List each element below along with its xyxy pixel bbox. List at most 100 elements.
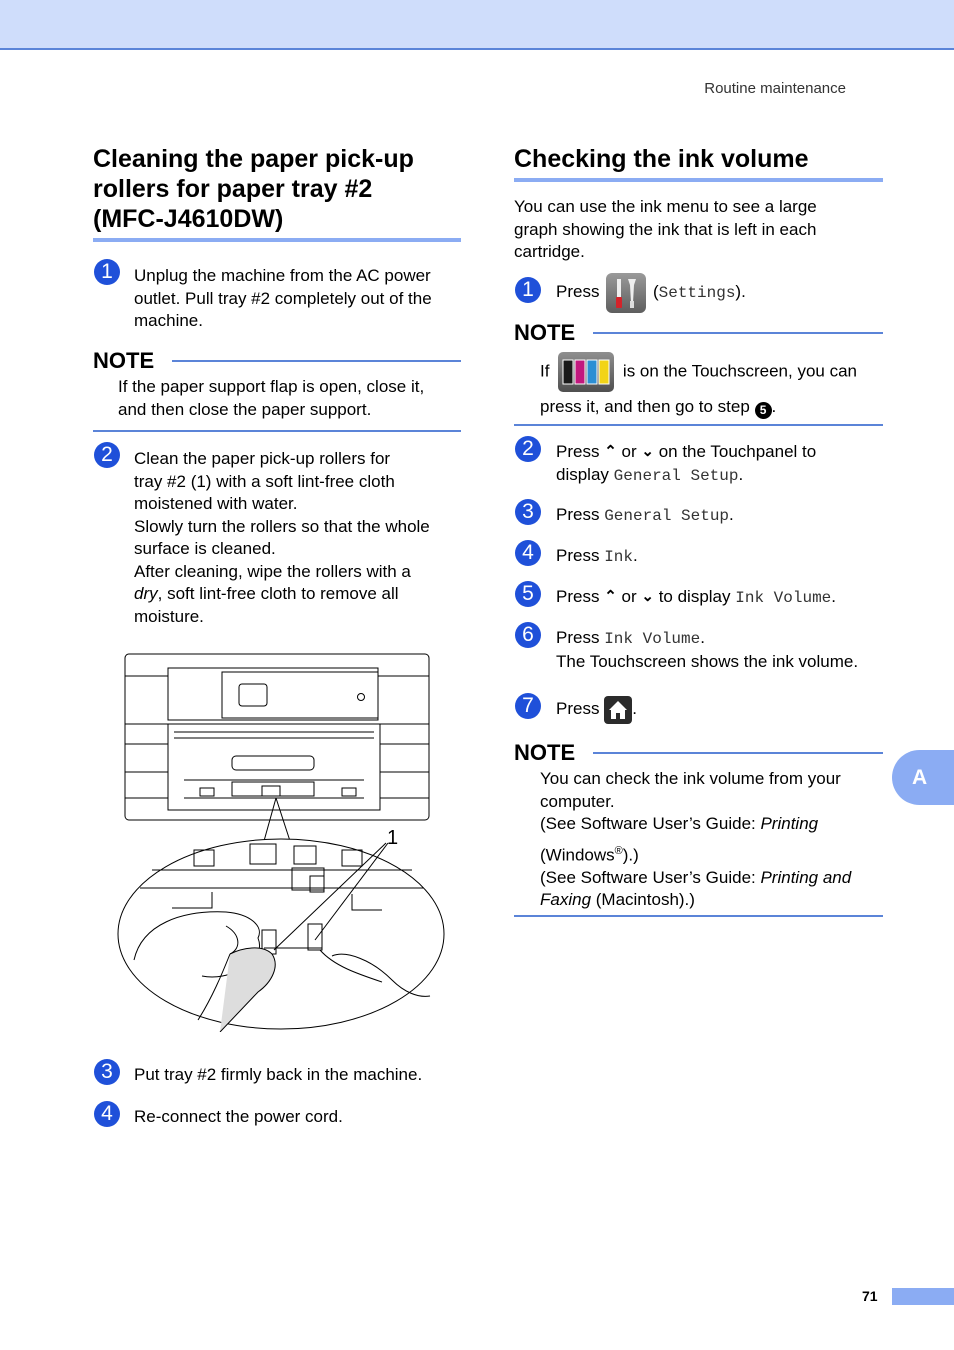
- period: .: [831, 587, 836, 606]
- tools-icon[interactable]: [606, 272, 647, 313]
- step-1-line: outlet. Pull tray #2 completely out of t…: [134, 288, 432, 308]
- step-2-line: , soft lint-free cloth to remove all: [157, 584, 399, 603]
- note-line: and then close the paper support.: [118, 399, 372, 419]
- note-text-line: press it, and then go to step: [540, 397, 750, 416]
- step-2-line: tray #2 (1) with a soft lint-free cloth: [134, 471, 395, 491]
- roller-cleaning-illustration: 1: [117, 653, 445, 1032]
- or-word: or: [621, 442, 637, 461]
- r-step-badge-5: 5: [515, 581, 541, 607]
- step-2-line: After cleaning, wipe the rollers with a: [134, 561, 411, 581]
- step-badge-3: 3: [94, 1059, 120, 1085]
- ink-volume-label: Ink Volume: [735, 589, 832, 607]
- chevron-up-icon[interactable]: ⌃: [604, 588, 617, 605]
- note-text-line: (Macintosh).): [591, 890, 695, 910]
- r-step-4-text: Press Ink.: [556, 545, 638, 569]
- note-text-line: computer.: [540, 791, 615, 811]
- title-underline: [93, 238, 461, 242]
- r-step-badge-1: 1: [515, 277, 541, 303]
- press-word: Press: [556, 699, 600, 718]
- step-1-text: Unplug the machine from the AC power out…: [134, 265, 464, 333]
- r-step-7-text: Press .: [556, 694, 637, 724]
- note-heading: NOTE: [93, 348, 155, 373]
- step-text: display: [556, 464, 609, 484]
- callout-label: 1: [387, 827, 398, 849]
- period: .: [729, 505, 734, 524]
- page-number: 71: [862, 1288, 878, 1304]
- period: .: [771, 397, 777, 416]
- r-step-badge-7: 7: [515, 693, 541, 719]
- press-word: Press: [556, 628, 600, 647]
- step-text: to display: [658, 587, 731, 606]
- note-text-line: (See Software User’s Guide:: [540, 814, 761, 833]
- home-icon[interactable]: [604, 695, 633, 724]
- step-2-text: Clean the paper pick-up rollers for tray…: [134, 448, 464, 628]
- top-header-band: [0, 0, 954, 50]
- r-note-heading-2: NOTE: [514, 740, 576, 765]
- r-step-badge-6: 6: [515, 622, 541, 648]
- period: .: [633, 546, 638, 565]
- note-text-line: is on the Touchscreen, you can: [622, 361, 857, 381]
- press-word: Press: [556, 505, 600, 524]
- step-badge-4: 4: [94, 1101, 120, 1127]
- note-text: If the paper support flap is open, close…: [118, 376, 463, 421]
- general-setup-label: General Setup: [604, 507, 730, 525]
- period: .: [700, 628, 705, 647]
- period: .: [738, 464, 744, 484]
- step-2-italic-word: dry: [134, 584, 158, 603]
- r-step-badge-4: 4: [515, 540, 541, 566]
- windows-line: (Windows®).): [540, 840, 639, 867]
- r-note-end-rule-2: [514, 915, 883, 917]
- left-section-title: Cleaning the paper pick-up rollers for p…: [93, 144, 473, 234]
- note-text-line: (See Software User’s Guide:: [540, 867, 761, 887]
- r-step-badge-2: 2: [515, 436, 541, 462]
- settings-label: Settings: [658, 284, 736, 302]
- r-step-6-text: Press Ink Volume. The Touchscreen shows …: [556, 627, 891, 673]
- press-word: Press: [556, 546, 600, 565]
- r-note-end-rule-1: [514, 424, 883, 426]
- ink-volume-label: Ink Volume: [604, 630, 701, 648]
- intro-line: cartridge.: [514, 242, 585, 261]
- step-text: on the Touchpanel to: [658, 442, 817, 461]
- ink-label: Ink: [604, 548, 634, 566]
- step-1-line: Unplug the machine from the AC power: [134, 266, 431, 285]
- step-1-line: machine.: [134, 311, 203, 330]
- note-italic: Faxing: [540, 890, 592, 910]
- note-italic: Printing and: [760, 867, 852, 887]
- chevron-down-icon[interactable]: ⌄: [641, 443, 654, 460]
- title-line-2: rollers for paper tray #2: [93, 175, 373, 203]
- note-line: If the paper support flap is open, close…: [118, 377, 425, 396]
- running-header: Routine maintenance: [704, 80, 846, 97]
- period: .: [632, 699, 637, 718]
- note-rule: [172, 360, 461, 362]
- press-word: Press: [556, 282, 600, 301]
- chevron-down-icon[interactable]: ⌄: [641, 588, 654, 605]
- r-step-3-text: Press General Setup.: [556, 504, 734, 528]
- right-title-underline: [514, 178, 883, 182]
- note-end-rule: [93, 430, 461, 432]
- note-text-line: You can check the ink volume from your: [540, 769, 841, 788]
- r-note-heading-1: NOTE: [514, 320, 576, 345]
- step-2-line: moisture.: [134, 606, 204, 626]
- step-badge-1: 1: [94, 259, 120, 285]
- intro-line: You can use the ink menu to see a large: [514, 197, 817, 216]
- step-text: The Touchscreen shows the ink volume.: [556, 651, 859, 671]
- paren: ).: [735, 282, 746, 301]
- right-section-title: Checking the ink volume: [514, 145, 809, 173]
- r-note-rule-2: [593, 752, 883, 754]
- intro-line: graph showing the ink that is left in ea…: [514, 219, 817, 239]
- press-word: Press: [556, 442, 600, 461]
- step-2-line: Clean the paper pick-up rollers for: [134, 449, 391, 468]
- r-step-5-text: Press ⌃ or ⌄ to display Ink Volume.: [556, 586, 836, 610]
- step-2-line: surface is cleaned.: [134, 539, 276, 558]
- general-setup-label: General Setup: [613, 466, 739, 485]
- step-4-text: Re-connect the power cord.: [134, 1107, 343, 1126]
- title-line-1: Cleaning the paper pick-up: [93, 145, 414, 173]
- step-3-text: Put tray #2 firmly back in the machine.: [134, 1065, 423, 1084]
- ink-cartridges-icon[interactable]: [558, 352, 615, 392]
- intro-text: You can use the ink menu to see a large …: [514, 196, 884, 264]
- note-text-line: (Windows: [540, 845, 615, 865]
- note-word: If: [540, 361, 550, 381]
- chevron-up-icon[interactable]: ⌃: [604, 443, 617, 460]
- title-line-3: (MFC-J4610DW): [93, 205, 284, 233]
- step-2-line: moistened with water.: [134, 494, 298, 513]
